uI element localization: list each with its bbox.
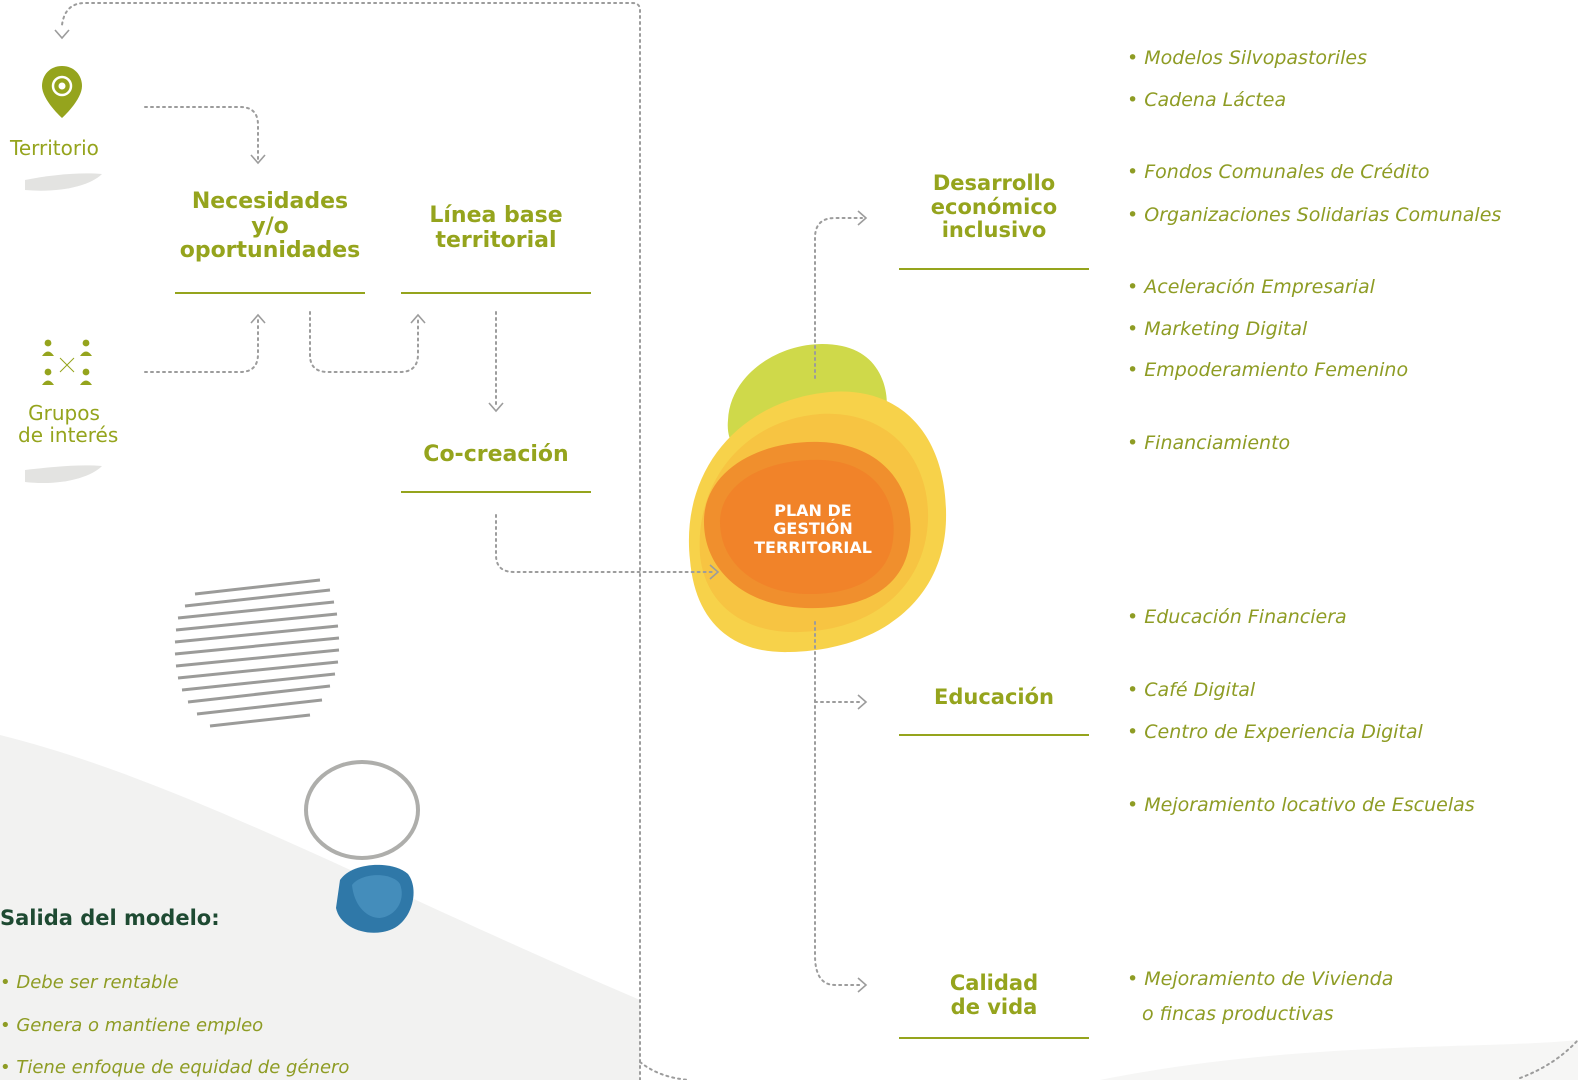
- territorio-label: Territorio: [10, 136, 99, 160]
- educacion-underline: [899, 734, 1089, 736]
- bullet-item: • Mejoramiento de Vivienda: [1127, 968, 1394, 990]
- linea-base-underline: [401, 292, 591, 294]
- cocreacion-underline: [401, 491, 591, 493]
- people-icon: [42, 339, 92, 385]
- plan-gestion-title: PLAN DE GESTIÓN TERRITORIAL: [754, 501, 872, 557]
- bullet-item: • Financiamiento: [1127, 432, 1291, 454]
- arrow-right-icon: [857, 694, 868, 710]
- bullet-item: • Mejoramiento locativo de Escuelas: [1127, 794, 1475, 816]
- bullet-item: • Fondos Comunales de Crédito: [1127, 161, 1430, 183]
- arrow-down-icon: [54, 29, 70, 40]
- background-wave: [0, 735, 640, 1080]
- desarrollo-underline: [899, 268, 1089, 270]
- bullet-item: • Empoderamiento Femenino: [1127, 359, 1409, 381]
- arrow-down-icon: [250, 154, 266, 165]
- bullet-item: • Centro de Experiencia Digital: [1127, 721, 1423, 743]
- necesidades-title: Necesidades y/o oportunidades: [179, 189, 361, 264]
- grupos-label: Grupos de interés: [18, 401, 119, 448]
- arrow-right-icon: [857, 977, 868, 993]
- salida-title: Salida del modelo:: [0, 906, 220, 930]
- arrow-down-icon: [488, 402, 504, 413]
- bullet-item: • Organizaciones Solidarias Comunales: [1127, 204, 1502, 226]
- bullet-item: o fincas productivas: [1142, 1003, 1334, 1025]
- bullet-item: • Modelos Silvopastoriles: [1127, 47, 1367, 69]
- calidad-title: Calidad de vida: [949, 971, 1039, 1019]
- linea-base-title: Línea base territorial: [429, 203, 563, 253]
- arrow-up-icon: [410, 313, 426, 324]
- location-gear-icon: [42, 66, 82, 118]
- salida-item: • Tiene enfoque de equidad de género: [0, 1057, 350, 1078]
- calidad-underline: [899, 1037, 1089, 1039]
- pencil-circle: [304, 760, 420, 860]
- salida-item: • Genera o mantiene empleo: [0, 1015, 264, 1036]
- arrow-up-icon: [250, 313, 266, 324]
- necesidades-underline: [175, 292, 365, 294]
- background-wave-right: [1100, 1040, 1578, 1080]
- cocreacion-title: Co-creación: [423, 442, 569, 467]
- arrow-right-icon: [857, 210, 868, 226]
- arrow-right-icon: [709, 564, 720, 580]
- territorio-shadow: [25, 173, 102, 191]
- bullet-item: • Café Digital: [1127, 679, 1256, 701]
- bullet-item: • Educación Financiera: [1127, 606, 1347, 628]
- educacion-title: Educación: [934, 685, 1054, 709]
- salida-item: • Debe ser rentable: [0, 972, 179, 993]
- grupos-shadow: [25, 465, 102, 484]
- scribble-blob-grey: [174, 578, 340, 728]
- bullet-item: • Marketing Digital: [1127, 318, 1308, 340]
- bullet-item: • Cadena Láctea: [1127, 89, 1287, 111]
- desarrollo-title: Desarrollo económico inclusivo: [930, 171, 1058, 243]
- bullet-item: • Aceleración Empresarial: [1127, 276, 1375, 298]
